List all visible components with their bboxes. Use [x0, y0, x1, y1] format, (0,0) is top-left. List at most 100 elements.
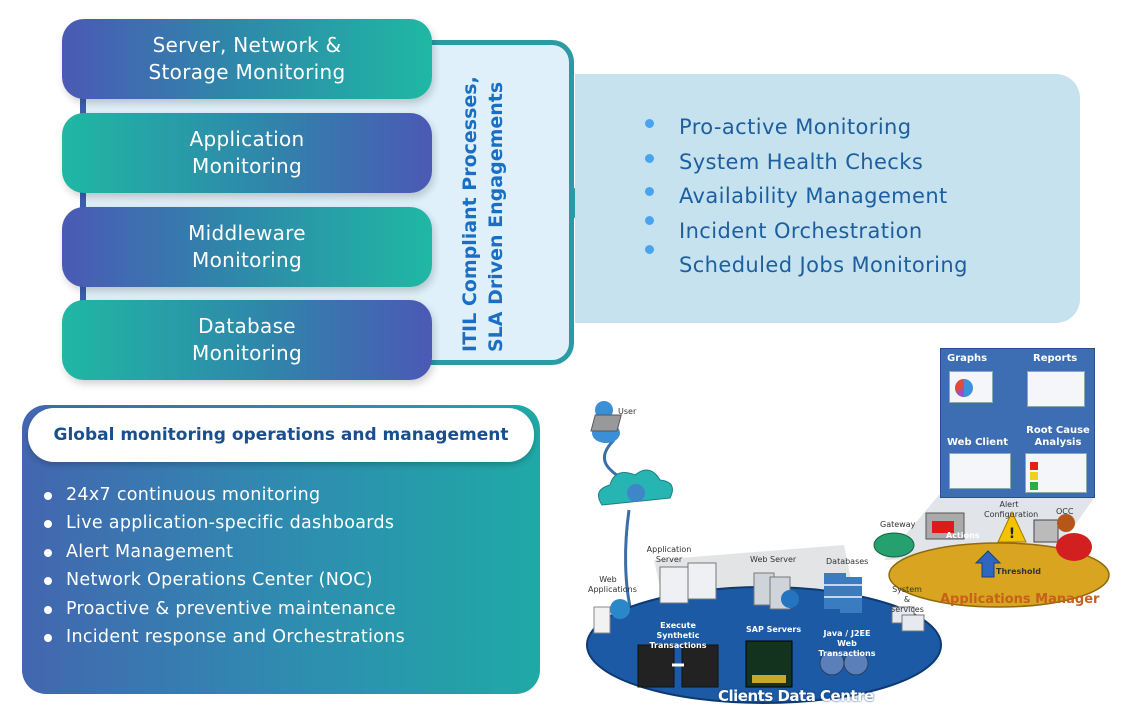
global-item-text: Network Operations Center (NOC): [66, 570, 373, 591]
reporting-dashboard-panel: Graphs Reports Web Client Root Cause Ana…: [940, 348, 1095, 498]
feature-item: System Health Checks: [643, 145, 968, 180]
app-server-icon: [659, 566, 689, 604]
graphs-thumbnail: [949, 371, 993, 403]
pill-line: Server, Network &: [152, 33, 342, 57]
global-item-text: Live application-specific dashboards: [66, 513, 395, 534]
bullet-icon: [645, 119, 654, 128]
pill-line: Monitoring: [192, 341, 302, 365]
application-server-label: Application Server: [646, 545, 692, 564]
itil-line-2: SLA Driven Engagements: [485, 81, 507, 352]
feature-item: Pro-active Monitoring: [643, 110, 968, 145]
occ-operator-icon: [1056, 533, 1092, 561]
alert-exclamation: !: [1009, 526, 1015, 542]
gateway-label: Gateway: [880, 520, 916, 529]
pill-line: Storage Monitoring: [148, 60, 346, 84]
global-item: Live application-specific dashboards: [42, 509, 405, 537]
bullet-icon: [645, 245, 654, 254]
global-item: Network Operations Center (NOC): [42, 566, 405, 594]
pill-server-network-storage: Server, Network & Storage Monitoring: [62, 19, 432, 99]
database-icon: [824, 573, 862, 613]
bullet-icon: [44, 577, 52, 586]
feature-text: System Health Checks: [679, 149, 924, 174]
itil-bracket: [420, 40, 574, 365]
bullet-icon: [645, 153, 654, 163]
global-item: Incident response and Orchestrations: [42, 623, 405, 651]
bullet-icon: [44, 634, 52, 643]
system-pc-icon: [901, 614, 925, 632]
bullet-icon: [645, 187, 654, 196]
dashboard-projection: [884, 495, 1096, 560]
feature-text: Availability Management: [679, 184, 948, 208]
graphs-label: Graphs: [947, 353, 988, 364]
feature-item: Availability Management: [643, 179, 968, 214]
app-server-icon: [687, 562, 717, 600]
feature-item: Incident Orchestration: [643, 214, 968, 249]
feature-item: Scheduled Jobs Monitoring: [643, 245, 968, 283]
user-label: User: [618, 407, 637, 416]
cloud-link: [624, 509, 634, 616]
web-applications-label: Web Applications: [588, 575, 637, 594]
global-item: Alert Management: [42, 538, 405, 566]
feature-text: Incident Orchestration: [679, 218, 923, 243]
pill-line: Middleware: [188, 221, 306, 245]
bullet-icon: [645, 215, 654, 225]
reports-thumbnail: [1027, 371, 1085, 407]
global-monitoring-card: Global monitoring operations and managem…: [22, 405, 540, 694]
web-app-server-icon: [593, 606, 611, 634]
pill-line: Monitoring: [192, 248, 302, 272]
web-server-globe-icon: [781, 590, 799, 608]
feature-text: Scheduled Jobs Monitoring: [679, 253, 968, 277]
feature-list: Pro-active Monitoring System Health Chec…: [643, 110, 968, 283]
network-diagram-graphics: !: [586, 401, 1110, 704]
execute-synthetic-label: Execute Synthetic Transactions: [649, 621, 707, 650]
java-j2ee-label: Java / J2EE Web Transactions: [818, 629, 876, 658]
pie-chart-icon: [955, 379, 973, 397]
sap-server-drive: [752, 675, 786, 683]
itil-line-1: ITIL Compliant Processes,: [459, 76, 481, 352]
global-item: 24x7 continuous monitoring: [42, 481, 405, 509]
root-cause-label: Root Cause Analysis: [1026, 425, 1090, 448]
java-globe-icon: [843, 650, 869, 676]
pill-line: Application: [189, 127, 305, 151]
bullet-icon: [44, 548, 52, 557]
bullet-icon: [44, 492, 52, 500]
reports-label: Reports: [1033, 353, 1078, 364]
occ-label: OCC: [1056, 507, 1074, 516]
web-client-thumbnail: [949, 453, 1011, 489]
actions-key-icon: [932, 521, 954, 533]
pill-line: Monitoring: [192, 154, 302, 178]
threshold-label: Threshold: [996, 567, 1041, 576]
globe-icon: [627, 484, 645, 502]
global-item-text: Proactive & preventive maintenance: [66, 598, 396, 619]
global-item-text: 24x7 continuous monitoring: [66, 485, 321, 505]
bullet-icon: [44, 605, 52, 614]
threshold-arrow-icon: [974, 550, 1002, 578]
system-services-label: System & Services: [890, 585, 924, 614]
databases-label: Databases: [826, 557, 869, 566]
alert-warning-icon: [997, 510, 1027, 543]
global-item: Proactive & preventive maintenance: [42, 595, 405, 623]
itil-bracket-label: ITIL Compliant Processes, SLA Driven Eng…: [457, 52, 509, 352]
alert-configuration-label: Alert Configuration: [984, 500, 1039, 519]
synthetic-server-icon: [637, 644, 675, 688]
feature-panel: Pro-active Monitoring System Health Chec…: [575, 74, 1080, 323]
global-monitoring-list: 24x7 continuous monitoring Live applicat…: [42, 481, 405, 651]
web-client-label: Web Client: [947, 437, 1008, 448]
sap-servers-label: SAP Servers: [746, 625, 802, 634]
bullet-icon: [44, 520, 52, 529]
synthetic-server-icon: [681, 644, 719, 688]
root-cause-thumbnail: [1025, 453, 1087, 493]
web-server-label: Web Server: [750, 555, 797, 564]
actions-label: Actions: [946, 531, 980, 540]
occ-head-icon: [1057, 514, 1075, 532]
global-item-text: Incident response and Orchestrations: [66, 627, 406, 648]
applications-manager-label: Applications Manager: [940, 592, 1100, 607]
web-app-globe-icon: [610, 599, 630, 619]
network-diagram: ! Graphs Reports Web Client Root Cause A…: [584, 345, 1122, 716]
pill-line: Database: [198, 314, 296, 338]
clients-data-centre-label: Clients Data Centre: [718, 687, 874, 705]
global-item-text: Alert Management: [66, 541, 234, 562]
